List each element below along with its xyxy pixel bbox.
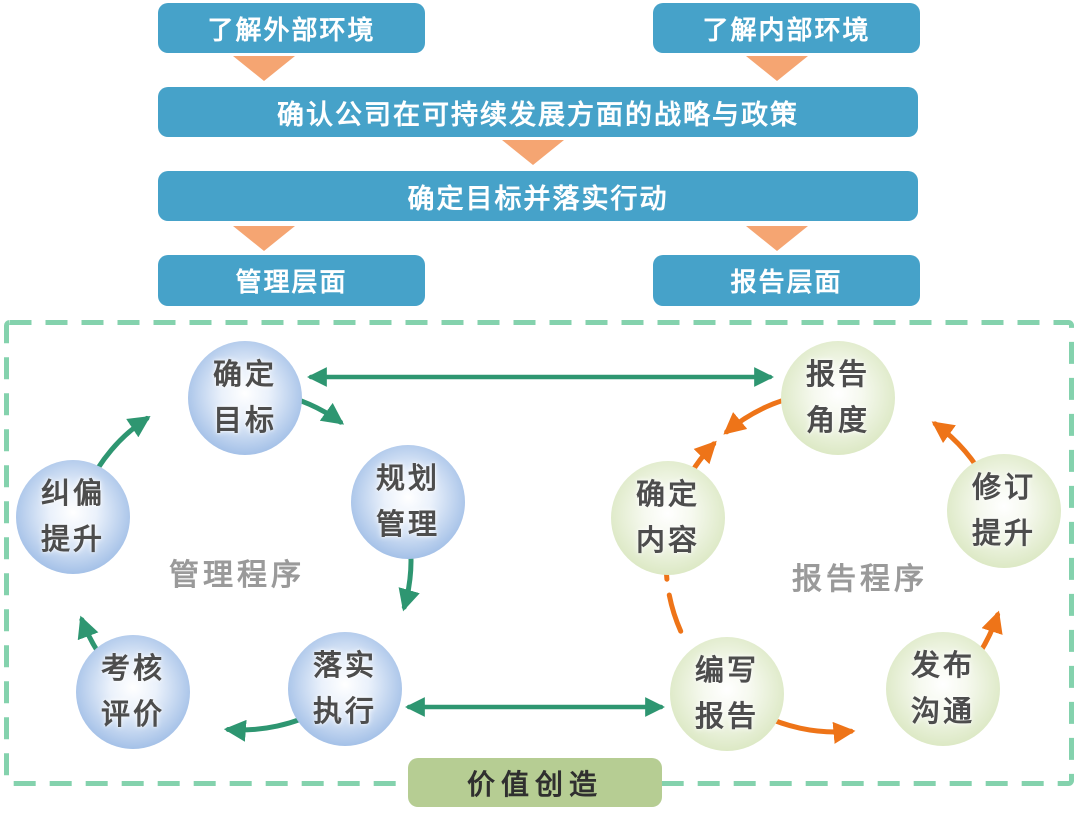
box-understand-external: 了解外部环境 (158, 3, 425, 53)
cycle-step-publish-communicate: 发布 沟通 (886, 632, 1000, 746)
value-creation-box: 价值创造 (408, 758, 662, 807)
cycle-step-assess-evaluate: 考核 评价 (76, 635, 190, 749)
cycle-step-define-content: 确定 内容 (611, 461, 725, 575)
cycle-step-revise-improve: 修订 提升 (947, 454, 1061, 568)
down-arrow-icon (746, 56, 808, 81)
box-report-level: 报告层面 (653, 255, 920, 306)
cycles-container: 确定 目标 规划 管理 落实 执行 考核 评价 纠偏 提升 管理程序 报告 角度… (4, 320, 1074, 807)
report-cycle-label: 报告程序 (792, 563, 928, 596)
cycle-step-planning-management: 规划 管理 (351, 445, 465, 559)
cycle-step-correct-improve: 纠偏 提升 (16, 460, 130, 574)
cycle-step-report-angle: 报告 角度 (781, 341, 895, 455)
cycle-step-write-report: 编写 报告 (670, 637, 784, 751)
green-cycle-arrows (77, 367, 774, 742)
box-goals-action: 确定目标并落实行动 (158, 171, 918, 221)
box-strategy-policy: 确认公司在可持续发展方面的战略与政策 (158, 87, 918, 137)
down-arrow-icon (746, 226, 808, 251)
down-arrow-icon (502, 140, 564, 165)
box-management-level: 管理层面 (158, 255, 425, 306)
down-arrow-icon (233, 56, 295, 81)
cycle-step-implement-execute: 落实 执行 (288, 632, 402, 746)
management-cycle-label: 管理程序 (169, 559, 305, 592)
cycle-step-set-goals: 确定 目标 (188, 341, 302, 455)
box-understand-internal: 了解内部环境 (653, 3, 920, 53)
down-arrow-icon (233, 226, 295, 251)
